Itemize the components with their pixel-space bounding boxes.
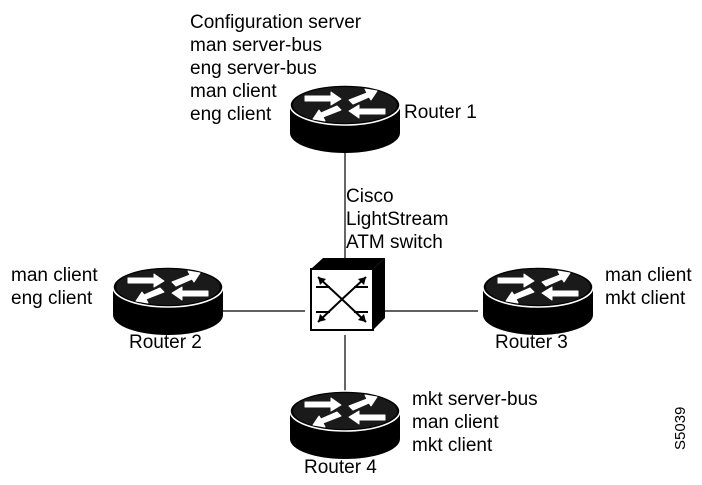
role-label: eng client [11, 288, 93, 309]
router-4-roles: mkt server-bus man client mkt client [412, 388, 538, 457]
atm-switch-icon [310, 258, 385, 331]
role-label: man client [190, 81, 277, 102]
role-label: mkt client [412, 435, 493, 456]
router-3-roles: man client mkt client [605, 264, 692, 310]
router-2-name: Router 2 [129, 332, 202, 353]
router-1-roles: Configuration server man server-bus eng … [190, 11, 361, 126]
router-2-icon [112, 266, 224, 336]
switch-label-line: LightStream [346, 209, 449, 230]
role-label: eng server-bus [190, 58, 317, 79]
figure-id: S5039 [672, 406, 689, 450]
role-label: man client [605, 265, 692, 286]
role-label: man client [11, 265, 98, 286]
router-4-name: Router 4 [304, 457, 377, 478]
router-4-icon [289, 390, 401, 460]
router-2-roles: man client eng client [11, 264, 98, 310]
role-label: eng client [190, 104, 272, 125]
role-label: Configuration server [190, 12, 362, 33]
role-label: mkt client [605, 288, 686, 309]
role-label: man client [412, 412, 499, 433]
router-3-icon [482, 266, 594, 336]
switch-label-line: Cisco [346, 186, 394, 207]
atm-switch-label: Cisco LightStream ATM switch [346, 185, 448, 254]
switch-label-line: ATM switch [346, 232, 443, 253]
router-1-name: Router 1 [404, 102, 477, 123]
role-label: man server-bus [190, 35, 322, 56]
role-label: mkt server-bus [412, 389, 538, 410]
router-3-name: Router 3 [495, 332, 568, 353]
